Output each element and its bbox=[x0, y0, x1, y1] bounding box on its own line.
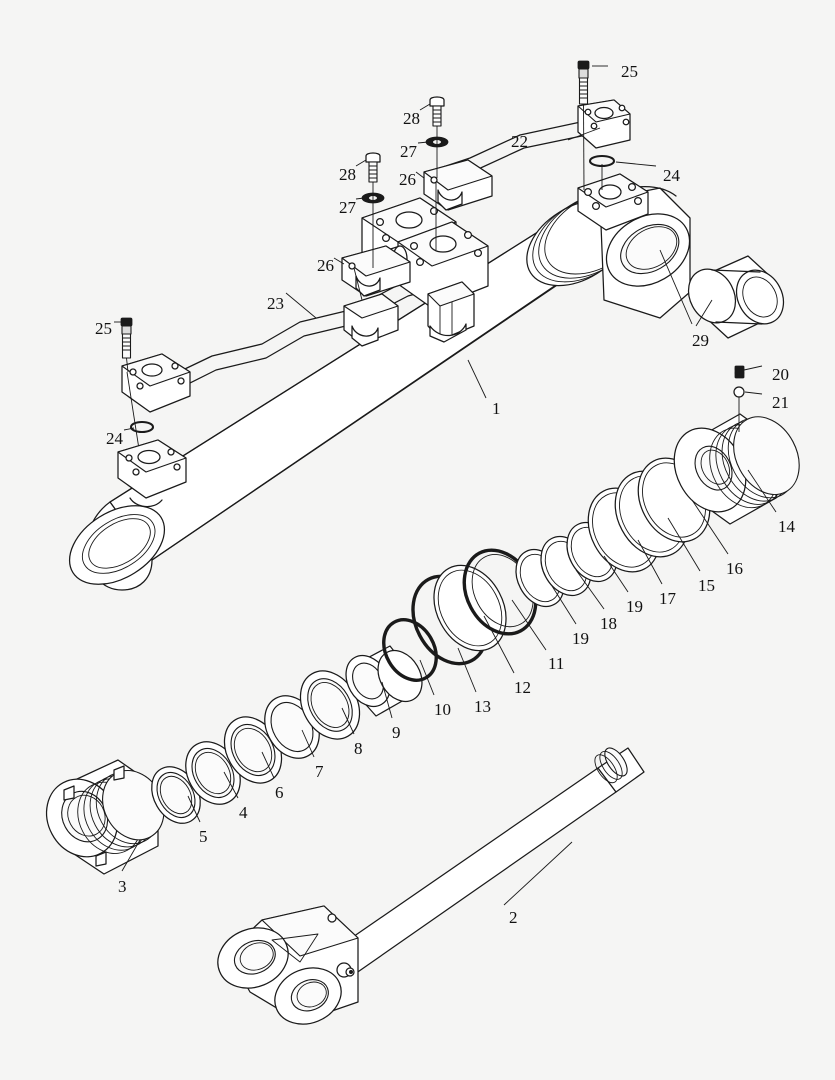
bushing-sleeve-9 bbox=[345, 645, 423, 717]
callout-o-ring: 19 bbox=[626, 597, 643, 616]
callout-flange-bolt: 25 bbox=[621, 62, 638, 81]
bushing-29 bbox=[687, 255, 785, 339]
callout-o-ring-port: 24 bbox=[663, 166, 680, 185]
piston-rod-2 bbox=[217, 747, 645, 1025]
seal-stack-right bbox=[515, 457, 711, 608]
callout-washer: 27 bbox=[339, 198, 356, 217]
leader-lines bbox=[114, 65, 777, 906]
port-flange-left-upper bbox=[121, 353, 191, 413]
callout-tube-clamp: 26 bbox=[317, 256, 334, 275]
clamp-bolt-28-lower bbox=[361, 152, 385, 268]
port-flange-rear bbox=[577, 173, 649, 231]
piston-head-14 bbox=[673, 413, 800, 525]
callout-seal-ring: 4 bbox=[239, 803, 248, 822]
callout-bushing: 29 bbox=[692, 331, 709, 350]
callout-piston-seal: 16 bbox=[726, 559, 743, 578]
seal-stack-left bbox=[151, 618, 438, 824]
callout-flange-bolt: 25 bbox=[95, 319, 112, 338]
steel-ball-21 bbox=[733, 386, 763, 432]
callout-washer: 27 bbox=[400, 142, 417, 161]
callout-o-ring-port: 24 bbox=[106, 429, 123, 448]
port-boss-cylinder-left bbox=[117, 439, 187, 508]
callout-cylinder-tube-barrel: 1 bbox=[492, 399, 501, 418]
hydraulic-tube-22 bbox=[439, 99, 631, 182]
callout-piston-rod-with-clevis: 2 bbox=[509, 908, 518, 927]
o-ring-24-left bbox=[129, 420, 155, 434]
callout-seal-ring: 5 bbox=[199, 827, 208, 846]
callout-bushing-sleeve: 9 bbox=[392, 723, 401, 742]
callout-o-ring: 13 bbox=[474, 697, 491, 716]
tube-clamp-26-lower bbox=[341, 245, 411, 341]
callout-piston-head: 14 bbox=[778, 517, 795, 536]
flange-bolt-25-top bbox=[577, 60, 590, 191]
callout-gland-nut-head: 3 bbox=[118, 877, 127, 896]
tube-clamp-26-upper bbox=[423, 159, 493, 250]
callout-clamp-bolt: 28 bbox=[403, 109, 420, 128]
callout-back-up-ring: 11 bbox=[548, 654, 565, 673]
callout-o-ring: 19 bbox=[572, 629, 589, 648]
callout-wear-ring: 17 bbox=[659, 589, 676, 608]
callout-steel-ball: 21 bbox=[772, 393, 789, 412]
callout-wear-ring: 12 bbox=[514, 678, 531, 697]
callout-hydraulic-tube-lower: 23 bbox=[267, 294, 284, 313]
callout-hydraulic-tube-upper: 22 bbox=[511, 132, 528, 151]
callout-set-screw: 20 bbox=[772, 365, 789, 384]
gland-nut-3 bbox=[45, 759, 165, 875]
callout-clamp-bolt: 28 bbox=[339, 165, 356, 184]
callout-seal-ring: 7 bbox=[315, 762, 324, 781]
cylinder-tube-barrel bbox=[68, 217, 601, 591]
callout-seal-ring: 8 bbox=[354, 739, 363, 758]
set-screw-20 bbox=[734, 365, 763, 379]
o-ring-24-top bbox=[588, 154, 616, 190]
flange-bolt-25-left bbox=[120, 317, 142, 463]
grease-fitting bbox=[336, 962, 355, 978]
saddle-bracket-left bbox=[343, 293, 399, 347]
callout-piston-seal: 15 bbox=[698, 576, 715, 595]
clamp-bolt-28-upper bbox=[425, 96, 449, 178]
callout-o-ring: 10 bbox=[434, 700, 451, 719]
callout-back-up-ring: 18 bbox=[600, 614, 617, 633]
saddle-bracket-right bbox=[427, 281, 475, 343]
callout-seal-ring: 6 bbox=[275, 783, 284, 802]
callout-tube-clamp: 26 bbox=[399, 170, 416, 189]
